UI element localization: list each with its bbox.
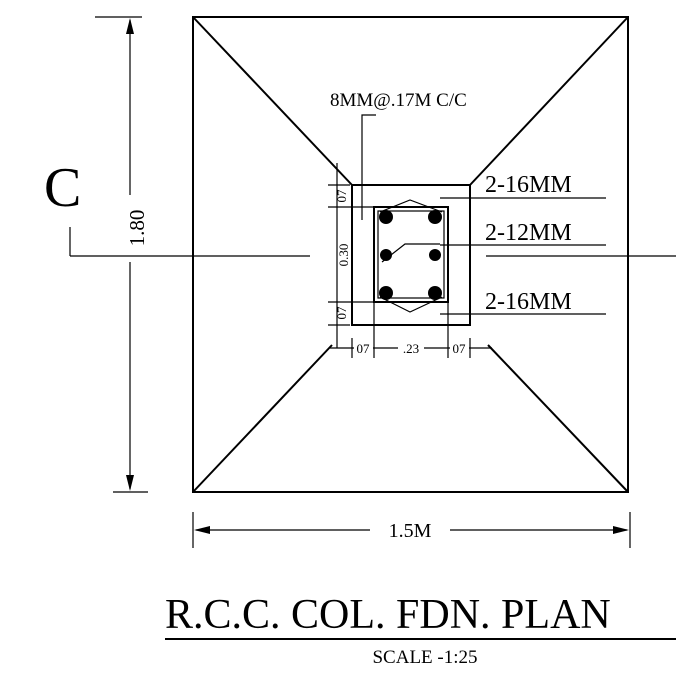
dim-height-arrow-bottom [126, 475, 134, 491]
rebar-12mm-mid-right [429, 249, 441, 261]
slope-line-tr [469, 16, 629, 186]
slope-line-bl [192, 344, 333, 493]
column-outline [373, 206, 449, 303]
dim-column-width: .23 [403, 341, 419, 356]
rebar-12mm-mid-left [380, 249, 392, 261]
dim-offset-bottom: 07 [334, 306, 349, 320]
stirrup-rect [377, 210, 445, 299]
dim-column-depth: 0.30 [336, 244, 351, 267]
rebar-16mm-top-right [428, 210, 442, 224]
stirrup-leader [361, 114, 376, 220]
rebar-16mm-top-left [379, 210, 393, 224]
dim-offset-top: 07 [334, 189, 349, 203]
dim-offset-right: 07 [453, 341, 467, 356]
stirrup-top-hook [379, 199, 443, 213]
dim-width-label: 1.5M [389, 520, 432, 542]
pedestal-outline [351, 184, 471, 326]
small-dim-h-text-bg-3 [450, 340, 469, 355]
dim-width-arrow-right [613, 526, 629, 534]
drawing-scale: SCALE -1:25 [372, 647, 477, 668]
small-dim-h-text-bg-1 [354, 340, 373, 355]
footing-outline [192, 16, 629, 493]
dim-height-label: 1.80 [125, 210, 149, 247]
small-dim-h-text-bg-2 [398, 340, 424, 355]
drawing-title: R.C.C. COL. FDN. PLAN [165, 592, 611, 638]
stirrup-callout: 8MM@.17M C/C [330, 90, 467, 111]
stirrup-bottom-hook [379, 296, 443, 313]
dim-width-arrow-left [194, 526, 210, 534]
dim-height-arrow-top [126, 18, 134, 34]
rebar-16mm-bottom-left [379, 286, 393, 300]
bars-bottom-callout: 2-16MM [485, 289, 572, 315]
section-marker: C [44, 157, 81, 219]
bars-top-callout: 2-16MM [485, 172, 572, 198]
dim-offset-left: 07 [357, 341, 371, 356]
slope-line-tl [192, 16, 353, 186]
rebar-16mm-bottom-right [428, 286, 442, 300]
bars-middle-callout: 2-12MM [485, 220, 572, 246]
slope-line-br [487, 344, 629, 493]
